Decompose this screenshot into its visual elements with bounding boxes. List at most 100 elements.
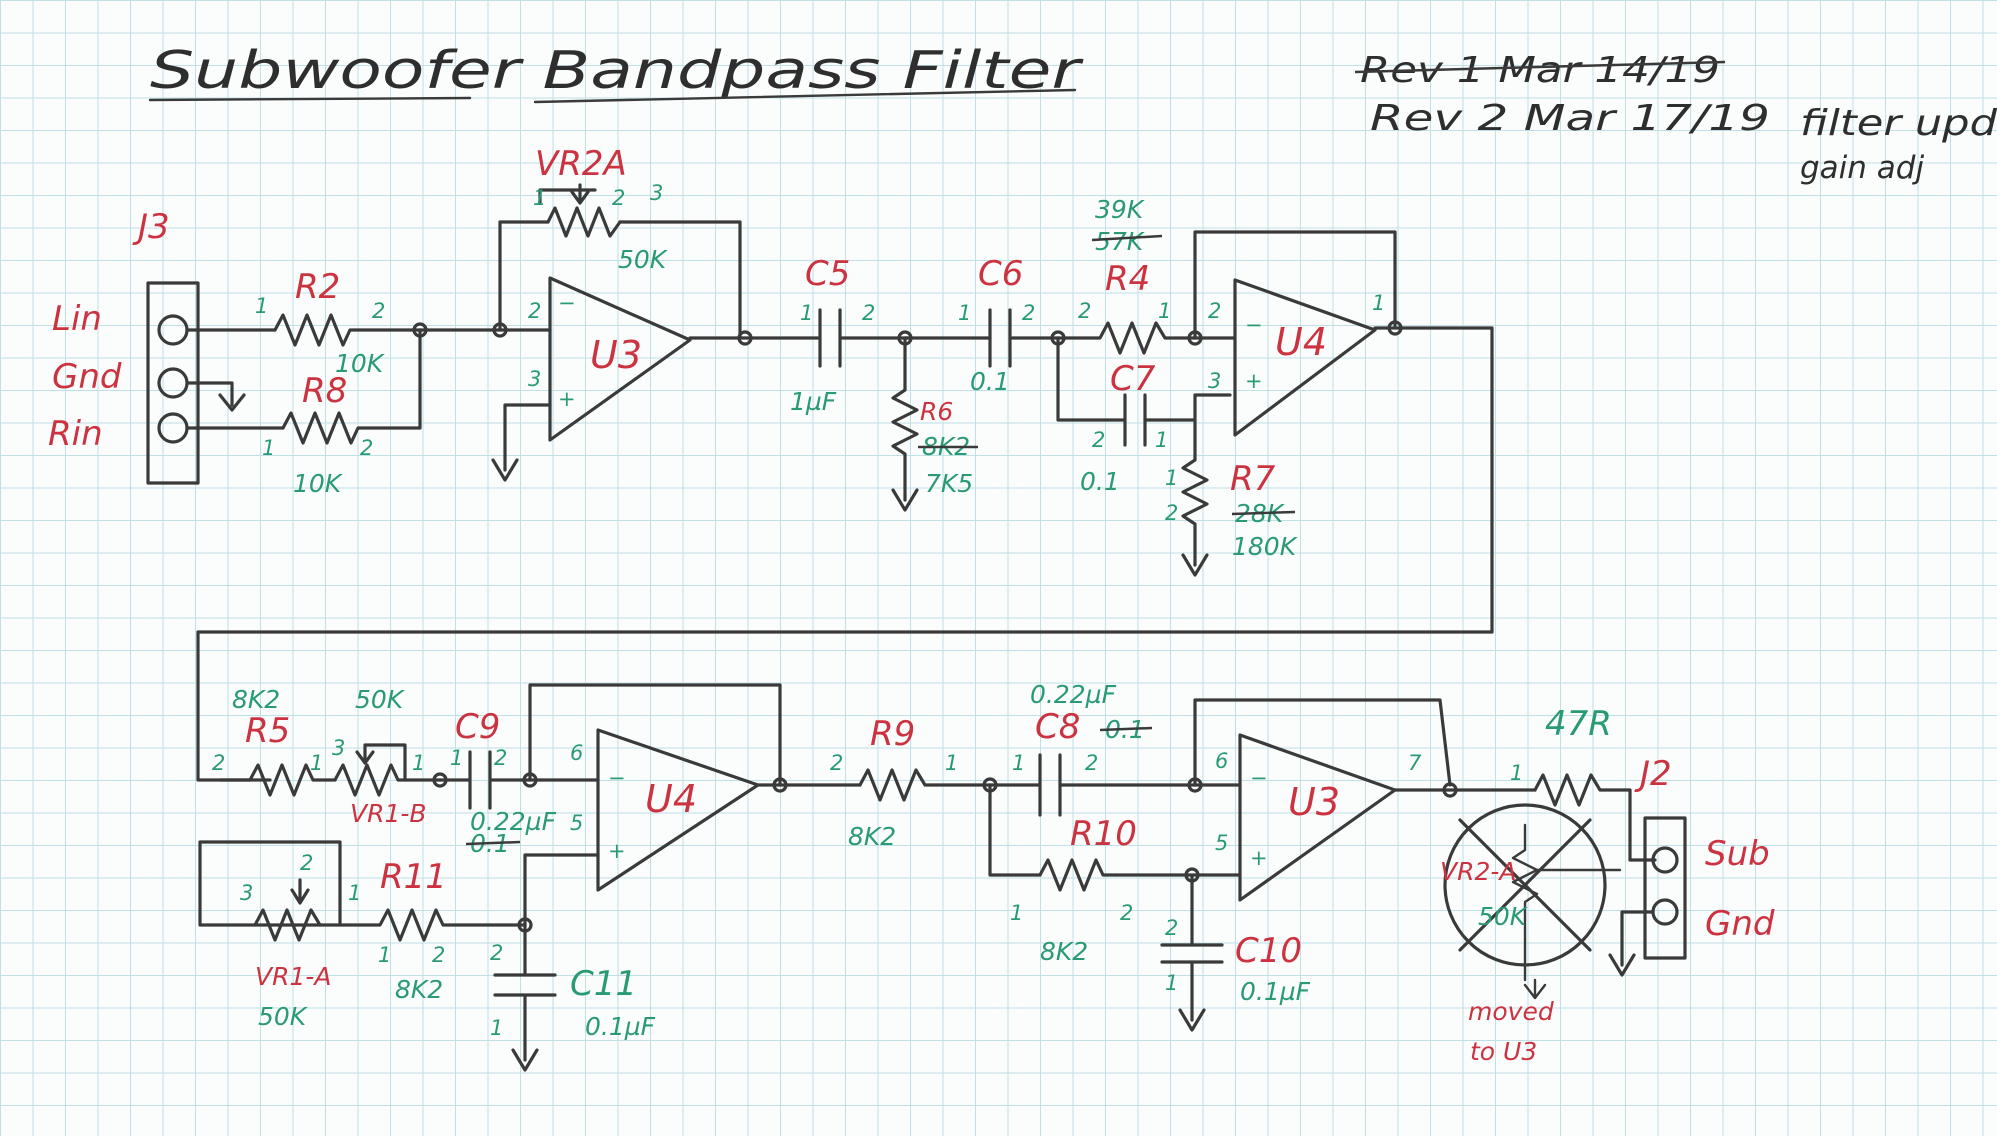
r5-resistor: [218, 763, 337, 797]
r11-pin1: 1: [378, 943, 391, 967]
j3-label: J3: [132, 207, 170, 247]
title-underline: [148, 88, 1077, 104]
c6-pin1: 1: [958, 301, 971, 325]
j3-pin-gnd: [157, 367, 189, 399]
c6-capacitor: [988, 308, 1060, 368]
u4b-opamp: [596, 728, 760, 892]
j2-connector: [1643, 816, 1687, 960]
sub-label: Sub: [1705, 834, 1770, 874]
r6-label: R6: [920, 397, 953, 426]
u3-pin3: 3: [528, 367, 541, 391]
r5-pin2: 2: [212, 751, 225, 775]
r11-value: 8K2: [395, 975, 443, 1004]
u3b-pin6: 6: [1215, 749, 1228, 773]
vr1b-pin1: 1: [412, 751, 425, 775]
j2-pin-gnd: [1651, 898, 1679, 926]
c10-pin1: 1: [1165, 971, 1178, 995]
u3b-label: U3: [1288, 780, 1340, 824]
c9-value: 0.22µF: [470, 807, 557, 836]
c9-pin1: 1: [450, 746, 463, 770]
c11-pin1: 1: [490, 1016, 503, 1040]
r10-pin2: 2: [1120, 901, 1133, 925]
u3-pin2: 2: [528, 299, 541, 323]
c5-pin2: 2: [862, 301, 875, 325]
c7-wire: [1056, 336, 1232, 422]
u3b-pin5: 5: [1215, 831, 1228, 855]
c8-pin1: 1: [1012, 751, 1025, 775]
gnd-label: Gnd: [52, 357, 122, 397]
r4-resistor: [1056, 321, 1197, 355]
c6-pin2: 2: [1022, 301, 1035, 325]
c9-pin2: 2: [494, 746, 507, 770]
vr2a-old-label: VR2-A: [1440, 857, 1517, 886]
r-out-value: 47R: [1545, 704, 1612, 744]
moved-note-2: to U3: [1470, 1037, 1537, 1066]
c11-value: 0.1µF: [585, 1012, 656, 1041]
vr1a-pin2: 2: [300, 851, 313, 875]
c11-pin2: 2: [490, 941, 503, 965]
r9-resistor: [858, 768, 992, 802]
r4-pin1: 1: [1158, 299, 1171, 323]
c5-pin1: 1: [800, 301, 813, 325]
r9-pin2: 2: [830, 751, 843, 775]
r2-value: 10K: [335, 349, 386, 378]
r10-resistor: [1038, 858, 1117, 892]
c5-value: 1µF: [790, 387, 837, 416]
c10-value: 0.1µF: [1240, 977, 1311, 1006]
j3-pin-lin: [157, 314, 189, 346]
u4-label: U4: [1275, 320, 1327, 364]
junction: [737, 330, 753, 346]
u3b-minus: −: [1250, 766, 1268, 790]
c7-capacitor: [1123, 393, 1147, 447]
r7-pin1: 1: [1165, 466, 1178, 490]
vr2a-wiper: [538, 183, 597, 205]
c11-label: C11: [570, 964, 637, 1004]
lin-label: Lin: [52, 299, 102, 339]
u4b-pin5: 5: [570, 811, 583, 835]
c9-capacitor: [438, 750, 532, 810]
r5-label: R5: [245, 711, 290, 751]
c7-pin2: 2: [1092, 428, 1105, 452]
vr2a-pin2: 2: [612, 186, 625, 210]
r8-value: 10K: [293, 469, 344, 498]
c6-value: 0.1: [970, 367, 1010, 396]
r9-value: 8K2: [848, 822, 896, 851]
r11-label: R11: [380, 857, 447, 897]
vr2a-pin1: 1: [533, 186, 546, 210]
c7-label: C7: [1110, 359, 1156, 399]
c6-label: C6: [978, 254, 1023, 294]
revision-note-2: gain adj: [1800, 150, 1924, 186]
r8-label: R8: [302, 371, 347, 411]
r8-resistor: [281, 328, 422, 445]
vr1b-wiper: [355, 743, 407, 782]
u4-plus: +: [1245, 369, 1263, 393]
r5-value: 8K2: [232, 685, 280, 714]
j2-label: J2: [1634, 754, 1672, 794]
u4-pin3: 3: [1208, 369, 1221, 393]
c10-pin2: 2: [1165, 916, 1178, 940]
vr1b-label: VR1-B: [350, 799, 427, 828]
revision-1-strike: [1354, 60, 1726, 74]
r2-label: R2: [295, 267, 340, 307]
r-out-resistor: [1533, 773, 1657, 862]
vr2a-pin3: 3: [650, 181, 663, 205]
title: Subwoofer Bandpass Filter: [150, 41, 1085, 101]
r2-resistor: [273, 313, 422, 347]
r6-resistor: [891, 336, 919, 512]
c9-old-strike: [465, 840, 521, 846]
r8-pin2: 2: [360, 436, 373, 460]
c9-label: C9: [455, 707, 500, 747]
c11-capacitor: [493, 923, 557, 1072]
wire-u4-return: [196, 326, 1494, 782]
u3-plus: +: [558, 387, 576, 411]
vr1b-pin3: 3: [332, 736, 345, 760]
vr1a-wiper: [290, 878, 310, 905]
u4b-pin6: 6: [570, 741, 583, 765]
r4-value: 39K: [1095, 195, 1146, 224]
u4-pin2: 2: [1208, 299, 1221, 323]
u4-pin1: 1: [1372, 291, 1385, 315]
c8-value: 0.22µF: [1030, 680, 1117, 709]
vr2a-label: VR2A: [535, 144, 627, 184]
u3-feedback-wire: [498, 220, 742, 340]
gnd2-label: Gnd: [1705, 904, 1775, 944]
